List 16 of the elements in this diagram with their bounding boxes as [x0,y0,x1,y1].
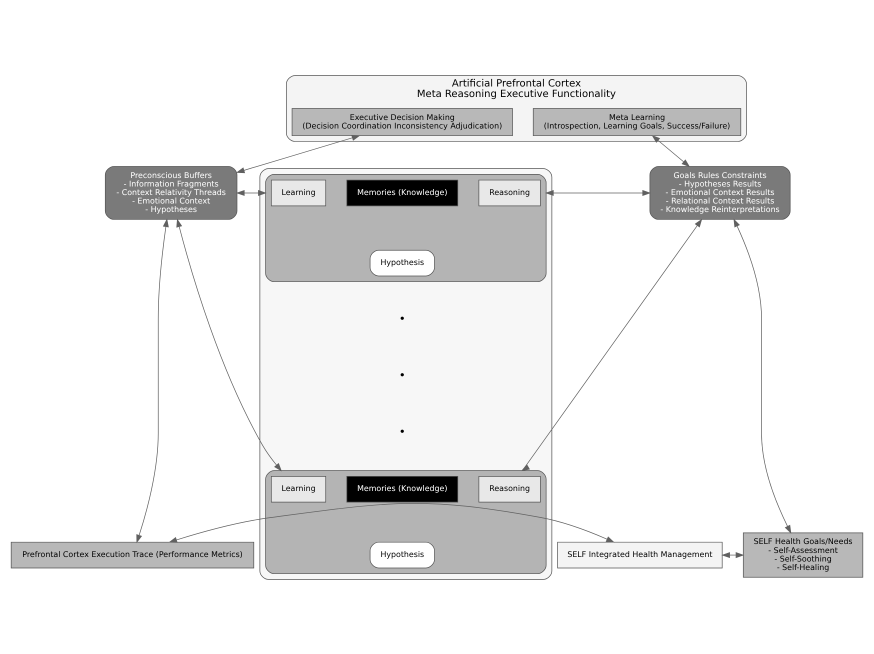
label: • [398,310,406,325]
arrow [721,552,744,558]
arrow [734,218,792,534]
cluster [260,168,552,580]
arrow [176,218,282,471]
cluster [265,174,546,282]
arrow [545,189,651,196]
cluster [265,470,546,574]
arrow [236,189,267,196]
label: • [398,367,406,382]
arrow [236,134,360,173]
label: • [398,424,406,438]
arrow [652,134,690,167]
arrow [168,502,615,542]
arrow [521,218,702,471]
arrow [136,218,169,543]
